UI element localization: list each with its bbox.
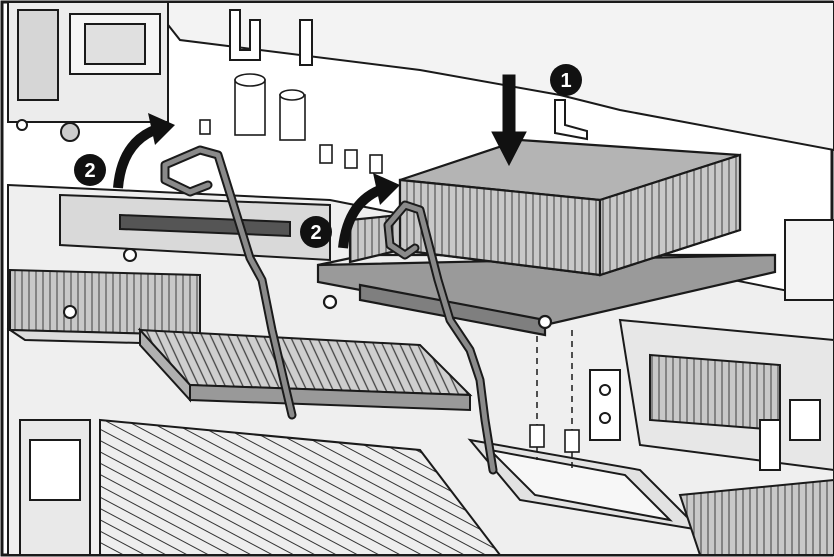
dimm-slot-bank	[19, 418, 503, 556]
expansion-slot	[59, 193, 331, 262]
right-side-components	[589, 219, 834, 556]
power-connector-block	[7, 1, 169, 142]
callout-1: 1	[550, 64, 582, 96]
down-arrow-icon	[491, 74, 527, 167]
cpu-socket	[467, 438, 703, 532]
socket-standoffs	[529, 424, 580, 453]
callout-2-left: 2	[74, 154, 106, 186]
chassis-rear-wall	[147, 1, 834, 152]
center-heatsink	[137, 327, 473, 412]
callout-2-left-label: 2	[84, 160, 95, 182]
callout-2-center-label: 2	[310, 222, 321, 244]
capacitor-row	[199, 73, 383, 174]
rotate-arrow-icon-left	[113, 113, 175, 189]
retention-lever-icon	[160, 145, 498, 475]
callout-2-center: 2	[300, 216, 332, 248]
rotate-arrow-icon-center	[338, 173, 400, 249]
callout-1-label: 1	[560, 70, 571, 92]
